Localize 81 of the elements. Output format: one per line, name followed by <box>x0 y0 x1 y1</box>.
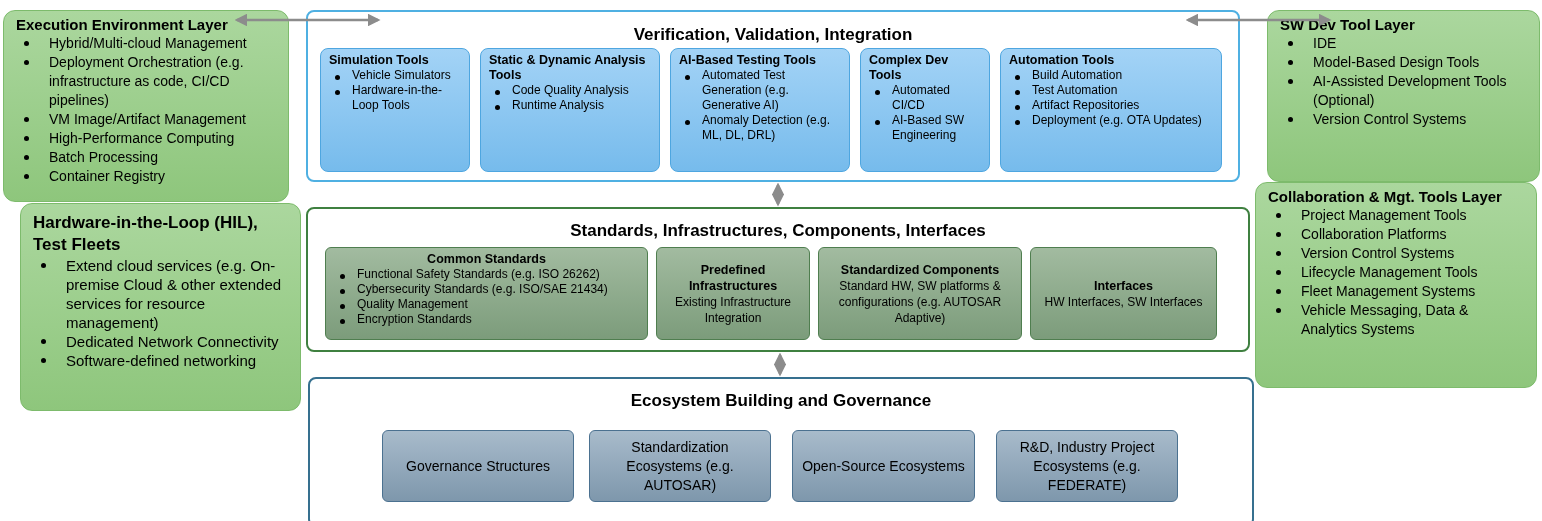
bullet-item: Cybersecurity Standards (e.g. ISO/SAE 21434) <box>357 282 608 297</box>
node-heading: Predefined Infrastructures <box>687 261 779 294</box>
bullet-item: VM Image/Artifact Management <box>49 110 246 129</box>
bullet-item: Build Automation <box>1032 68 1123 83</box>
node-label: Open-Source Ecosystems <box>802 456 965 476</box>
tool-card <box>860 48 990 172</box>
layer-title: Verification, Validation, Integration <box>632 24 914 46</box>
layer-title: Standards, Infrastructures, Components, Interfaces <box>569 220 987 242</box>
bullet-item: Test Automation <box>1032 83 1118 98</box>
double-arrow <box>771 182 785 207</box>
ecosystem-card <box>996 430 1178 502</box>
node-heading: Execution Environment Layer <box>16 15 229 34</box>
bullet-item: Extend cloud services (e.g. On-premise Cloud & other extended services for resource management) <box>66 256 283 332</box>
double-arrow <box>1185 13 1332 27</box>
bullet-item: Project Management Tools <box>1301 206 1467 225</box>
node-heading: Static & Dynamic Analysis Tools <box>489 53 647 83</box>
bullet-item: Lifecycle Management Tools <box>1301 263 1478 282</box>
bullet-item: Encryption Standards <box>357 312 472 327</box>
node-label: Standardization Ecosystems (e.g. AUTOSAR) <box>625 437 735 495</box>
bullet-item: Version Control Systems <box>1301 244 1455 263</box>
component-card <box>818 247 1022 340</box>
bullet-item: Software-defined networking <box>66 351 257 370</box>
bullet-item: Container Registry <box>49 167 165 186</box>
bullet-item: Vehicle Messaging, Data & Analytics Systems <box>1301 301 1470 339</box>
bullet-item: Automated CI/CD <box>892 83 952 113</box>
node-heading: Common Standards <box>426 252 547 267</box>
tool-card <box>320 48 470 172</box>
bullet-item: Code Quality Analysis <box>512 83 629 98</box>
bullet-item: High-Performance Computing <box>49 129 235 148</box>
layer-card <box>1267 10 1540 182</box>
node-label: Governance Structures <box>406 456 550 476</box>
bullet-item: Version Control Systems <box>1313 110 1467 129</box>
double-arrow <box>234 13 381 27</box>
bullet-item: Dedicated Network Connectivity <box>66 332 279 351</box>
node-heading: Collaboration & Mgt. Tools Layer <box>1268 187 1503 206</box>
tool-card <box>480 48 660 172</box>
layer-panel <box>306 10 1240 182</box>
bullet-item: Automated Test Generation (e.g. Generative AI) <box>702 68 790 113</box>
node-heading: Hardware-in-the-Loop (HIL), Test Fleets <box>33 212 259 256</box>
bullet-item: Hardware-in-the-Loop Tools <box>352 83 444 113</box>
layer-panel <box>308 377 1254 521</box>
tool-card <box>1000 48 1222 172</box>
component-card <box>325 247 648 340</box>
bullet-item: Quality Management <box>357 297 468 312</box>
bullet-item: Runtime Analysis <box>512 98 605 113</box>
layer-card <box>1255 182 1537 388</box>
double-arrow <box>773 352 787 377</box>
node-heading: AI-Based Testing Tools <box>679 53 818 68</box>
layer-title: Ecosystem Building and Governance <box>629 390 933 412</box>
node-description: HW Interfaces, SW Interfaces <box>1044 293 1203 310</box>
node-heading: Interfaces <box>1093 277 1154 294</box>
bullet-item: Deployment (e.g. OTA Updates) <box>1032 113 1202 128</box>
ecosystem-card <box>589 430 771 502</box>
node-heading: Simulation Tools <box>329 53 430 68</box>
node-label: R&D, Industry Project Ecosystems (e.g. FEDERATE) <box>1018 437 1156 495</box>
node-heading: Standardized Components <box>840 261 1000 278</box>
bullet-item: Model-Based Design Tools <box>1313 53 1480 72</box>
component-card <box>656 247 810 340</box>
tool-card <box>670 48 850 172</box>
bullet-item: Batch Processing <box>49 148 158 167</box>
bullet-item: AI-Based SW Engineering <box>892 113 966 143</box>
layer-card <box>3 10 289 202</box>
node-description: Standard HW, SW platforms & configurations (e.g. AUTOSAR Adaptive) <box>837 277 1003 326</box>
component-card <box>1030 247 1217 340</box>
bullet-item: Vehicle Simulators <box>352 68 451 83</box>
bullet-item: Deployment Orchestration (e.g. infrastructure as code, CI/CD pipelines) <box>49 53 245 110</box>
bullet-item: IDE <box>1313 34 1337 53</box>
ecosystem-card <box>382 430 574 502</box>
bullet-item: Collaboration Platforms <box>1301 225 1447 244</box>
bullet-item: Functional Safety Standards (e.g. ISO 26262) <box>357 267 600 282</box>
node-heading: Automation Tools <box>1009 53 1116 68</box>
bullet-item: Anomaly Detection (e.g. ML, DL, DRL) <box>702 113 832 143</box>
bullet-item: Hybrid/Multi-cloud Management <box>49 34 247 53</box>
layer-panel <box>306 207 1250 352</box>
layer-card <box>20 203 301 411</box>
bullet-item: Fleet Management Systems <box>1301 282 1476 301</box>
ecosystem-card <box>792 430 975 502</box>
node-heading: Complex Dev Tools <box>869 53 950 83</box>
bullet-item: Artifact Repositories <box>1032 98 1140 113</box>
node-description: Existing Infrastructure Integration <box>673 293 792 326</box>
bullet-item: AI-Assisted Development Tools (Optional) <box>1313 72 1508 110</box>
